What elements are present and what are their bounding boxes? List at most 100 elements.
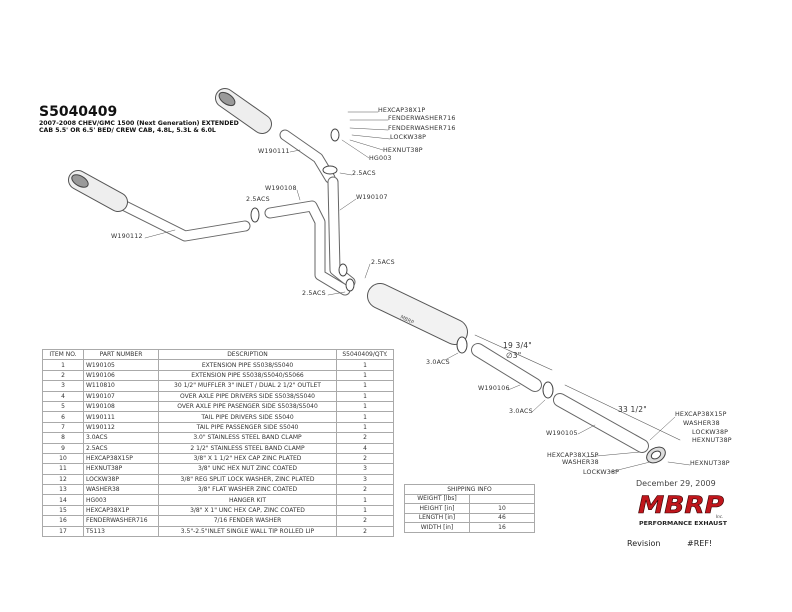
logo-brand: MBRP — [638, 491, 724, 519]
item-number: 11 — [42, 463, 84, 475]
item-number: 4 — [42, 390, 84, 402]
description: 2 1/2" STAINLESS STEEL BAND CLAMP — [158, 442, 337, 454]
callout-lockw38p: LOCKW38P — [692, 429, 729, 436]
shipping-label: WEIGHT [lbs] — [404, 493, 470, 504]
item-number: 1 — [42, 359, 84, 371]
shipping-value — [469, 493, 535, 504]
item-number: 14 — [42, 494, 84, 506]
description: 3.5"-2.5"INLET SINGLE WALL TIP ROLLED LI… — [158, 525, 337, 538]
item-number: 15 — [42, 504, 84, 517]
callout-w190106: W190106 — [478, 385, 510, 392]
callout-w190108: W190108 — [265, 185, 297, 192]
svg-text:MBRP: MBRP — [399, 314, 414, 326]
part-number: W190106 — [83, 369, 159, 382]
part-number: W190111 — [83, 411, 159, 423]
callout-hexnut38p: HEXNUT38P — [383, 147, 423, 154]
callout-washer38: WASHER38 — [562, 459, 599, 466]
callout-3-0acs: 3.0ACS — [509, 408, 533, 415]
quantity: 2 — [336, 432, 394, 444]
callout-hexnut38p: HEXNUT38P — [690, 460, 730, 467]
logo-inc: Inc. — [716, 514, 723, 519]
table-header-row: ITEM NO. PART NUMBER DESCRIPTION S504040… — [42, 348, 394, 361]
description: OVER AXLE PIPE DRIVERS SIDE S5038/S5040 — [158, 390, 337, 402]
dimension-diameter: ∅3" — [506, 351, 522, 360]
quantity: 1 — [336, 369, 394, 382]
callout-w190112: W190112 — [111, 233, 143, 240]
quantity: 2 — [336, 515, 394, 527]
shipping-label: LENGTH [in] — [404, 512, 470, 523]
vehicle-fitment: 2007-2008 CHEV/GMC 1500 (Next Generation… — [39, 120, 239, 134]
description: 30 1/2" MUFFLER 3" INLET / DUAL 2 1/2" O… — [158, 380, 337, 392]
description: 3/8" X 1" UNC HEX CAP, ZINC COATED — [158, 504, 337, 517]
exhaust-tip-driver — [215, 88, 272, 134]
description: 3/8" X 1 1/2" HEX CAP ZINC PLATED — [158, 452, 337, 465]
item-number: 12 — [42, 473, 84, 486]
part-number: FENDERWASHER716 — [83, 515, 159, 527]
description: 3/8" REG SPLIT LOCK WASHER, ZINC PLATED — [158, 473, 337, 486]
quantity: 2 — [336, 525, 394, 538]
part-number: WASHER38 — [83, 484, 159, 496]
callout-hg003: HG003 — [369, 155, 392, 162]
callout-3-0acs: 3.0ACS — [426, 359, 450, 366]
callout-hexnut38p: HEXNUT38P — [692, 437, 732, 444]
muffler: MBRP — [367, 283, 468, 345]
quantity: 1 — [336, 421, 394, 434]
clamps — [250, 128, 554, 399]
description: HANGER KIT — [158, 494, 337, 506]
mbrp-logo: MBRP Inc. PERFORMANCE EXHAUST — [638, 491, 728, 527]
extension-pipe-w190105 — [553, 393, 649, 453]
dimension-33-1-2: 33 1/2" — [618, 405, 647, 414]
quantity: 1 — [336, 494, 394, 506]
item-number: 10 — [42, 452, 84, 465]
callout-hexcap38x15p: HEXCAP38X15P — [675, 411, 727, 418]
quantity: 3 — [336, 473, 394, 486]
part-number: W190107 — [83, 390, 159, 402]
revision-value: #REF! — [687, 539, 713, 548]
revision-label: Revision — [627, 539, 661, 548]
leader-lines — [144, 111, 691, 473]
quantity: 1 — [336, 400, 394, 413]
description: EXTENSION PIPE S5038/S5040 — [158, 359, 337, 371]
callout-2-5acs: 2.5ACS — [371, 259, 395, 266]
part-number: W190108 — [83, 400, 159, 413]
part-number: LOCKW38P — [83, 473, 159, 486]
quantity: 1 — [336, 390, 394, 402]
callout-hexcap38x15p: HEXCAP38X15P — [547, 452, 599, 459]
callout-lockw38p: LOCKW38P — [583, 469, 620, 476]
drawing-date: December 29, 2009 — [636, 479, 716, 488]
quantity: 2 — [336, 484, 394, 496]
tail-pipe-passenger — [119, 200, 251, 242]
shipping-label: HEIGHT [in] — [404, 503, 470, 514]
part-number: W190105 — [83, 359, 159, 371]
part-number: 2.5ACS — [83, 442, 159, 454]
shipping-row: HEIGHT [in]10 — [404, 503, 535, 514]
over-axle-pipe-passenger — [264, 200, 351, 296]
part-number-title: S5040409 — [39, 104, 118, 120]
part-number: HEXCAP38X1P — [83, 504, 159, 517]
part-number: HEXCAP38X15P — [83, 452, 159, 465]
column-header: S5040409/QTY. — [336, 348, 394, 361]
quantity: 1 — [336, 359, 394, 371]
shipping-value: 16 — [469, 522, 535, 533]
over-axle-pipe-driver — [327, 176, 356, 288]
item-number: 16 — [42, 515, 84, 527]
dimension-19-3-4: 19 3/4" — [503, 341, 532, 350]
quantity: 2 — [336, 452, 394, 465]
column-header: DESCRIPTION — [158, 348, 337, 361]
callout-w190111: W190111 — [258, 148, 290, 155]
callout-2-5acs: 2.5ACS — [302, 290, 326, 297]
dimension-lines — [474, 334, 681, 441]
